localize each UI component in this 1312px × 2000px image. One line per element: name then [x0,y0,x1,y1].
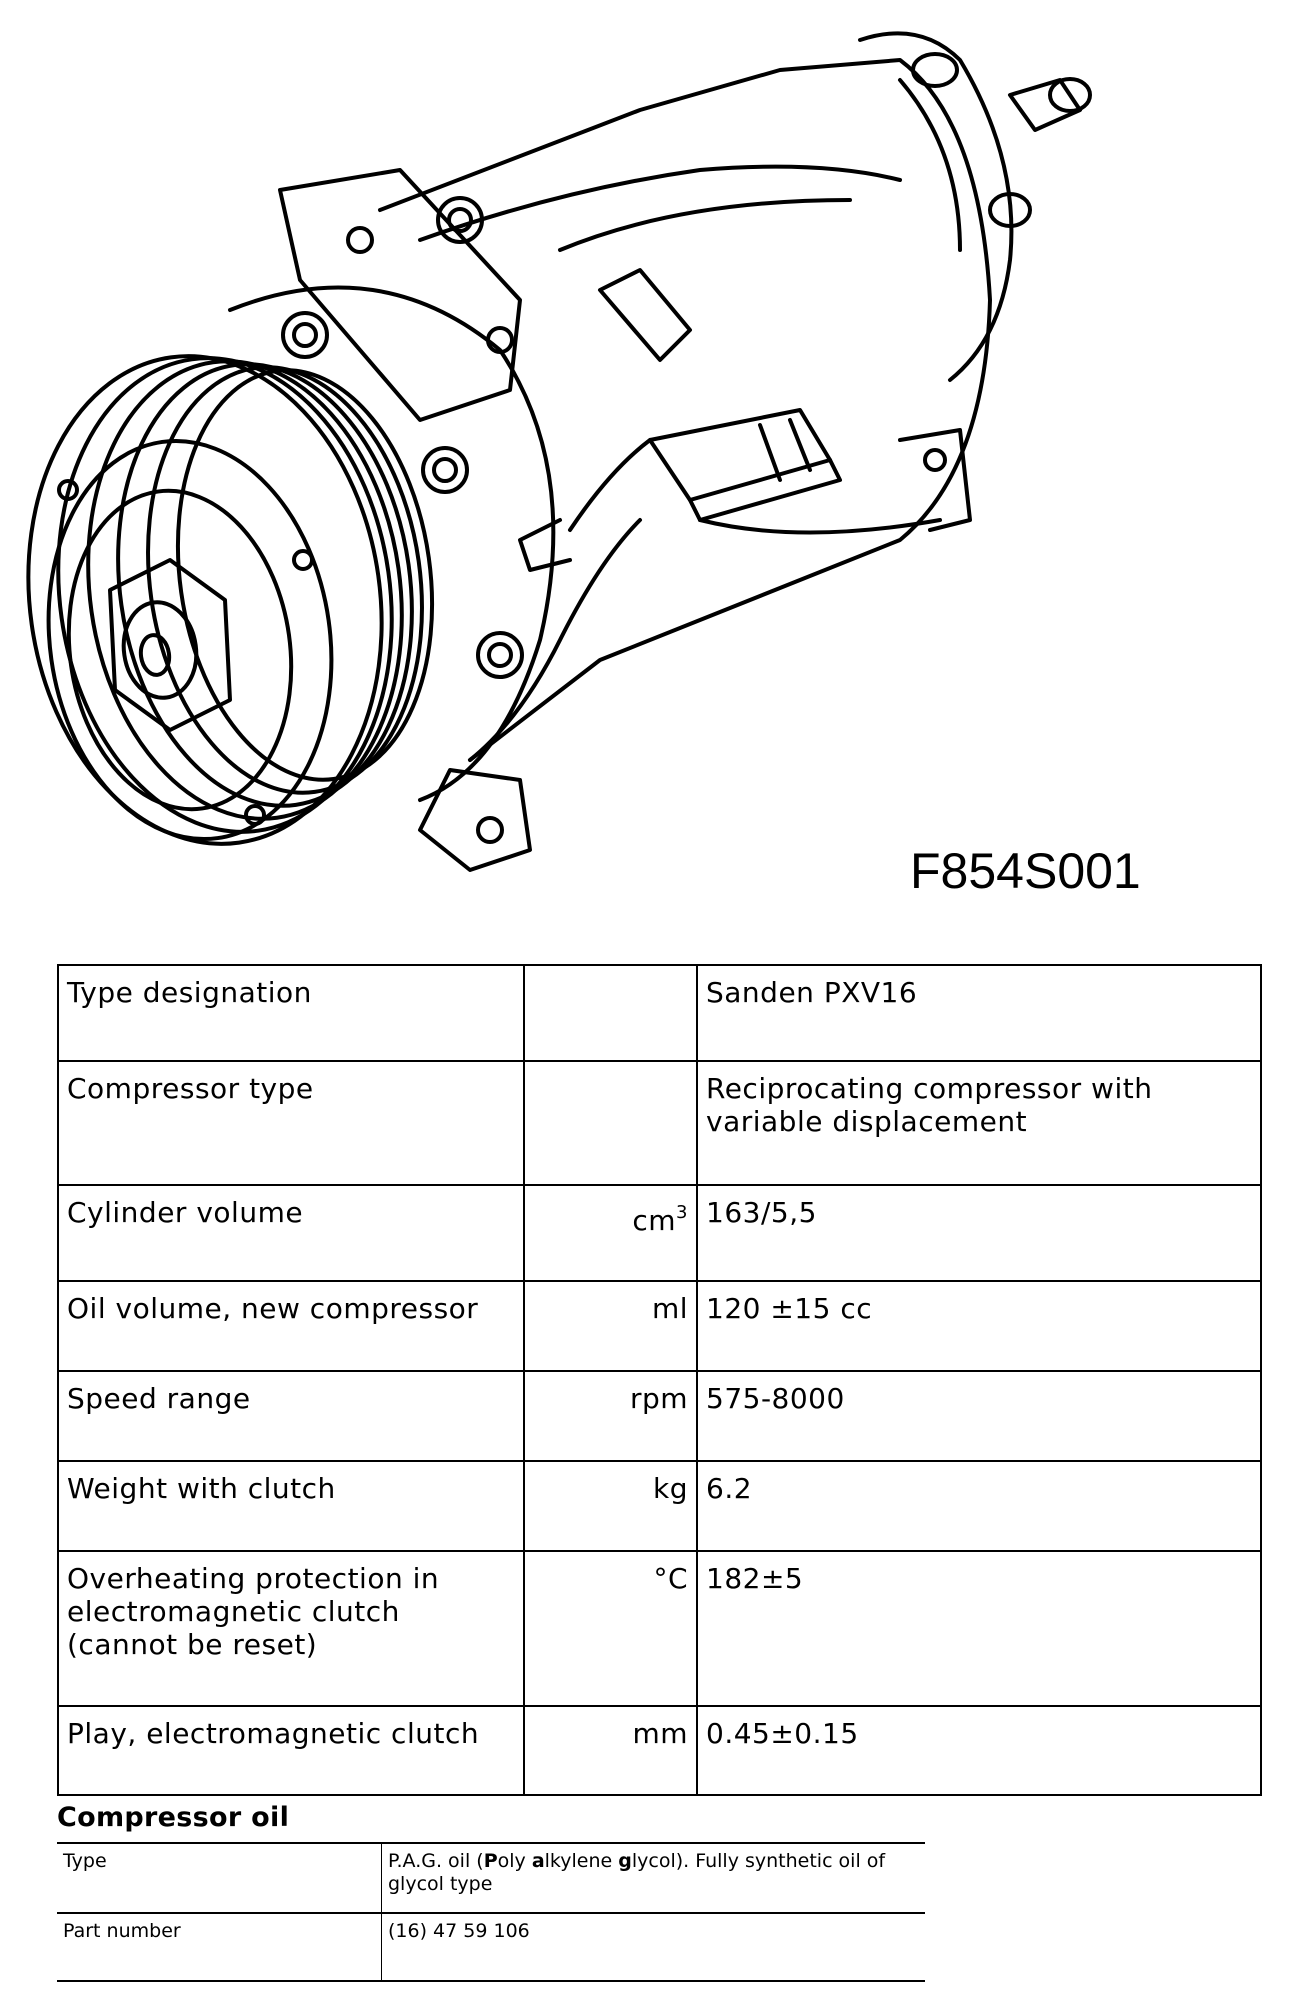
specification-table: Type designation Sanden PXV16 Compressor… [57,964,1262,1796]
compressor-oil-heading: Compressor oil [57,1802,290,1833]
oil-type-text: P.A.G. oil ( [388,1850,484,1872]
figure-label: F854S001 [910,843,1141,899]
oil-type-bold: g [618,1850,632,1872]
spec-unit: mm [523,1705,698,1796]
spec-unit: °C [523,1550,698,1707]
spec-label: Overheating protection in electromagneti… [57,1550,525,1707]
spec-value: 182±5 [696,1550,1262,1707]
spec-label: Weight with clutch [57,1460,525,1552]
oil-type-bold: a [531,1850,545,1872]
spec-unit: ml [523,1280,698,1372]
spec-unit: rpm [523,1370,698,1462]
spec-label: Play, electromagnetic clutch [57,1705,525,1796]
spec-unit: kg [523,1460,698,1552]
spec-value: 163/5,5 [696,1184,1262,1282]
spec-unit [523,964,698,1062]
table-row: Type P.A.G. oil (Poly alkylene glycol). … [57,1842,925,1914]
spec-label: Compressor type [57,1060,525,1186]
table-row: Speed range rpm 575-8000 [57,1370,1262,1462]
spec-unit: cm3 [523,1184,698,1282]
spec-label: Oil volume, new compressor [57,1280,525,1372]
table-row: Compressor type Reciprocating compressor… [57,1060,1262,1186]
spec-value: 575-8000 [696,1370,1262,1462]
table-row: Weight with clutch kg 6.2 [57,1460,1262,1552]
oil-value: P.A.G. oil (Poly alkylene glycol). Fully… [381,1842,925,1914]
spec-label: Cylinder volume [57,1184,525,1282]
spec-value: 0.45±0.15 [696,1705,1262,1796]
table-row: Oil volume, new compressor ml 120 ±15 cc [57,1280,1262,1372]
spec-value: 120 ±15 cc [696,1280,1262,1372]
table-row: Cylinder volume cm3 163/5,5 [57,1184,1262,1282]
oil-label: Part number [57,1912,382,1982]
oil-label: Type [57,1842,382,1914]
spec-unit [523,1060,698,1186]
table-row: Type designation Sanden PXV16 [57,964,1262,1062]
oil-type-text: oly [497,1850,532,1872]
oil-value: (16) 47 59 106 [381,1912,925,1982]
table-row: Part number (16) 47 59 106 [57,1912,925,1982]
table-row: Play, electromagnetic clutch mm 0.45±0.1… [57,1705,1262,1796]
compressor-oil-table: Type P.A.G. oil (Poly alkylene glycol). … [57,1842,925,1982]
table-row: Overheating protection in electromagneti… [57,1550,1262,1707]
spec-value: Reciprocating compressor with variable d… [696,1060,1262,1186]
spec-value: 6.2 [696,1460,1262,1552]
oil-type-bold: P [483,1850,498,1872]
spec-label: Speed range [57,1370,525,1462]
unit-base: cm [632,1204,677,1237]
unit-superscript: 3 [676,1202,688,1223]
oil-type-text: lycol). Fully synthetic oil of glycol ty… [388,1850,886,1895]
spec-label: Type designation [57,964,525,1062]
oil-type-text: lkylene [544,1850,619,1872]
compressor-illustration [26,31,1092,872]
spec-value: Sanden PXV16 [696,964,1262,1062]
